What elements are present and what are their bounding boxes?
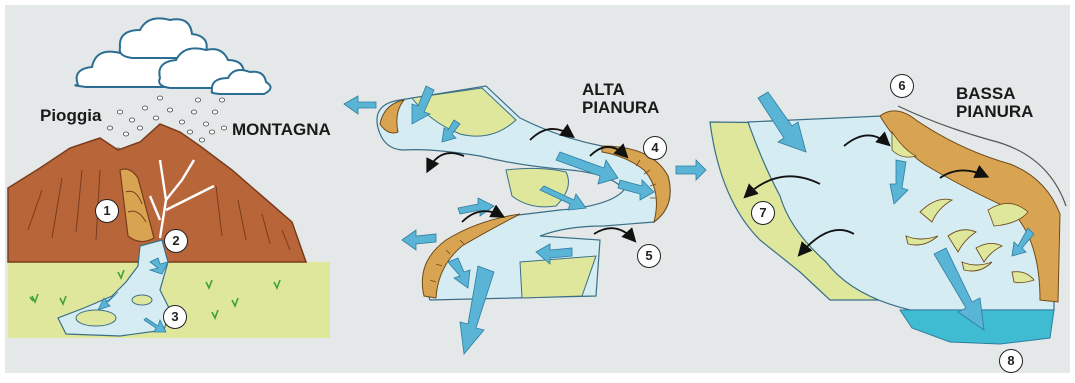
marker-6: 6 (890, 74, 914, 98)
marker-8: 8 (999, 349, 1023, 373)
marker-5: 5 (637, 244, 661, 268)
marker-2: 2 (164, 229, 188, 253)
marker-1: 1 (95, 199, 119, 223)
label-low-plain-line2: PIANURA (956, 102, 1033, 122)
marker-4: 4 (643, 136, 667, 160)
marker-7: 7 (751, 201, 775, 225)
label-low-plain-line1: BASSA (956, 84, 1016, 104)
label-rain: Pioggia (40, 106, 101, 126)
marker-3: 3 (163, 305, 187, 329)
label-high-plain-line1: ALTA (582, 80, 625, 100)
label-high-plain-line2: PIANURA (582, 98, 659, 118)
label-mountain: MONTAGNA (232, 120, 331, 140)
